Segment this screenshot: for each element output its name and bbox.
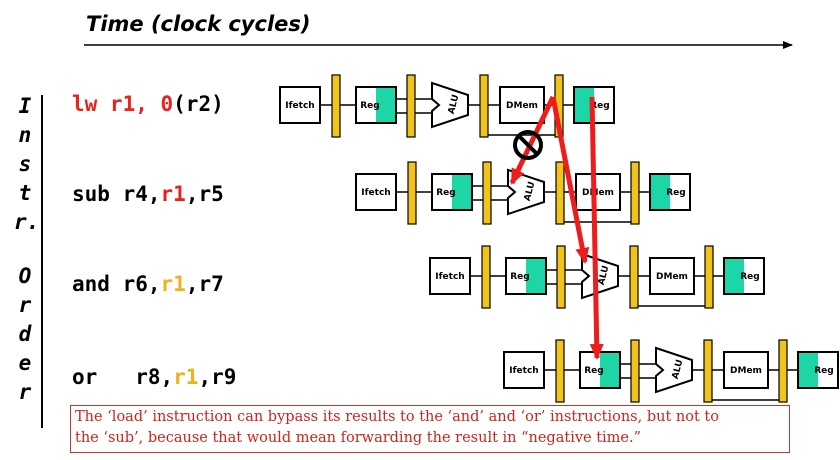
no-forward-icon-slash (517, 134, 539, 156)
pipeline-register (778, 339, 788, 403)
pipeline-row: Ifetch Reg ALU DMem Reg (279, 74, 615, 138)
pipeline-register (479, 74, 489, 138)
note-line-2: the ‘sub’, because that would mean forwa… (75, 430, 642, 446)
instr-part: (r2) (173, 92, 224, 116)
register-label: Reg (510, 272, 529, 282)
pipeline-register (629, 245, 639, 309)
instr-part: sub r4, (72, 182, 161, 206)
order-letter: I (18, 94, 32, 118)
writeback-register-label: Reg (814, 366, 833, 376)
register-write-half (799, 353, 818, 387)
pipeline-register (630, 339, 640, 403)
pipeline-register (331, 74, 341, 138)
instr-part: lw r1, 0 (72, 92, 174, 116)
no-forward-icon (513, 130, 543, 160)
data-memory-box (649, 257, 695, 295)
order-letter: t (18, 181, 32, 205)
alu-shape (581, 252, 619, 300)
register-label: Reg (360, 101, 379, 111)
alu-label: ALU (671, 359, 686, 381)
order-letter: O (18, 264, 32, 288)
data-memory-label: DMem (656, 272, 688, 282)
forward-arrow-sub (509, 95, 556, 185)
instruction-or: or r8,r1,r9 (72, 365, 236, 389)
order-letter: r (18, 293, 32, 317)
instruction-lw: lw r1, 0(r2) (72, 92, 224, 116)
register-write-half (725, 259, 744, 293)
writeback-register-label: Reg (590, 101, 609, 111)
forward-arrow-and (550, 96, 590, 264)
register-write-half (575, 88, 594, 122)
pipeline-register (481, 245, 491, 309)
register-read-half (600, 353, 619, 387)
instr-part: or r8, (72, 365, 174, 389)
alu-label: ALU (447, 94, 462, 116)
pipeline-register (630, 161, 640, 225)
alu-shape (431, 81, 469, 129)
register-read-half (452, 175, 471, 209)
pipeline-register (406, 74, 416, 138)
ifetch-box (279, 86, 321, 124)
instr-part: ,r7 (185, 272, 224, 296)
ifetch-label: Ifetch (361, 188, 390, 198)
pipeline-register (555, 161, 565, 225)
alu-label: ALU (523, 181, 538, 203)
register-read-half (526, 259, 545, 293)
pipeline-register (555, 339, 565, 403)
register-label: Reg (584, 366, 603, 376)
data-memory-box (575, 173, 621, 211)
pipeline-register (556, 245, 566, 309)
pipeline-register (407, 161, 417, 225)
ifetch-label: Ifetch (509, 366, 538, 376)
pipeline-row: Ifetch Reg ALU DMem Reg (429, 245, 765, 309)
alu-shape (655, 346, 693, 394)
pipeline-register (482, 161, 492, 225)
explanation-note: The ‘load’ instruction can bypass its re… (70, 405, 790, 453)
instr-part: r1 (160, 272, 186, 296)
ifetch-box (503, 351, 545, 389)
register-write-half (651, 175, 670, 209)
ifetch-box (355, 173, 397, 211)
writeback-register-label: Reg (740, 272, 759, 282)
instr-part: ,r9 (198, 365, 237, 389)
pipeline-row: Ifetch Reg ALU DMem Reg (503, 339, 839, 403)
note-line-1: The ‘load’ instruction can bypass its re… (75, 409, 719, 425)
order-letter: s (18, 152, 32, 176)
ifetch-box (429, 257, 471, 295)
data-memory-label: DMem (506, 101, 538, 111)
order-letter: d (18, 322, 32, 346)
pipeline-register (703, 339, 713, 403)
pipeline-row: Ifetch Reg ALU DMem Reg (355, 161, 691, 225)
time-axis-label: Time (clock cycles) (86, 12, 311, 36)
instr-part: ,r5 (185, 182, 224, 206)
forward-arrow-or (589, 96, 604, 360)
instruction-and: and r6,r1,r7 (72, 272, 224, 296)
ifetch-label: Ifetch (285, 101, 314, 111)
data-memory-box (499, 86, 545, 124)
ifetch-label: Ifetch (435, 272, 464, 282)
register-label: Reg (436, 188, 455, 198)
instr-part: r1 (160, 182, 186, 206)
data-memory-label: DMem (730, 366, 762, 376)
order-letter: e (18, 351, 32, 375)
writeback-register-label: Reg (666, 188, 685, 198)
instruction-sub: sub r4,r1,r5 (72, 182, 224, 206)
data-memory-box (723, 351, 769, 389)
order-letter: r. (14, 210, 40, 234)
instr-part: r1 (173, 365, 199, 389)
order-letter: r (18, 380, 32, 404)
pipeline-register (704, 245, 714, 309)
data-memory-label: DMem (582, 188, 614, 198)
order-letter: n (18, 123, 32, 147)
alu-label: ALU (597, 265, 612, 287)
instr-part: and r6, (72, 272, 161, 296)
register-read-half (376, 88, 395, 122)
